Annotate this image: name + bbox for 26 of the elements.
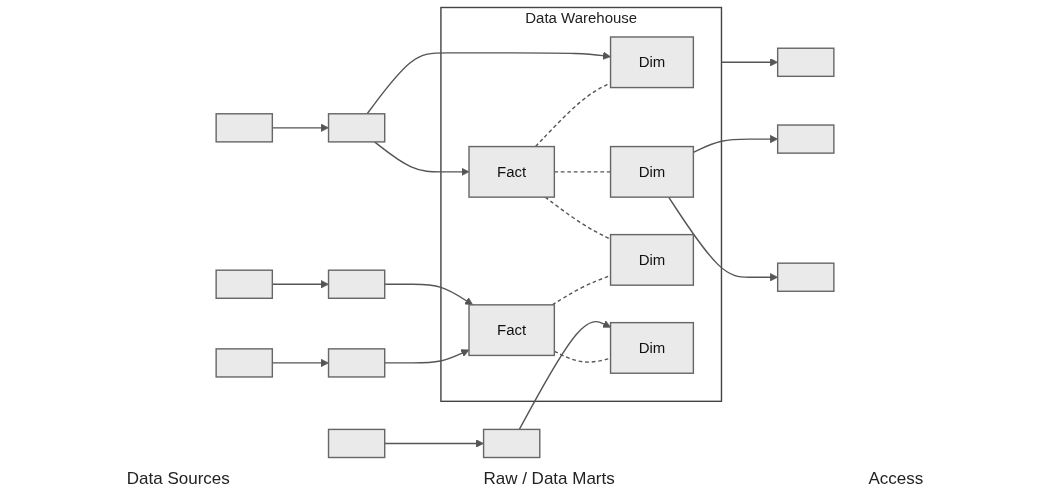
node-box xyxy=(327,113,386,143)
node-box: Dim xyxy=(609,233,695,286)
node-box: Fact xyxy=(468,304,556,357)
arrow xyxy=(518,320,611,431)
arrow xyxy=(366,51,611,115)
column-label: Access xyxy=(868,469,924,489)
node-box: Fact xyxy=(468,145,556,198)
node-box xyxy=(215,113,274,143)
node-box xyxy=(776,124,835,154)
node-box xyxy=(776,47,835,78)
node-box xyxy=(776,262,835,292)
arrow xyxy=(384,283,474,306)
node-box xyxy=(327,269,386,299)
column-label: Raw / Data Marts xyxy=(483,469,615,489)
node-box xyxy=(327,428,386,459)
node-box: Dim xyxy=(609,321,695,374)
node-box xyxy=(215,348,274,378)
node-box xyxy=(482,428,541,459)
column-label: Data Sources xyxy=(126,469,230,489)
node-box xyxy=(327,348,386,378)
arrow xyxy=(384,439,484,448)
arrow xyxy=(384,349,470,364)
node-box: Dim xyxy=(609,36,695,89)
node-box xyxy=(215,269,274,299)
node-box: Dim xyxy=(609,145,695,198)
arrow xyxy=(373,141,470,176)
